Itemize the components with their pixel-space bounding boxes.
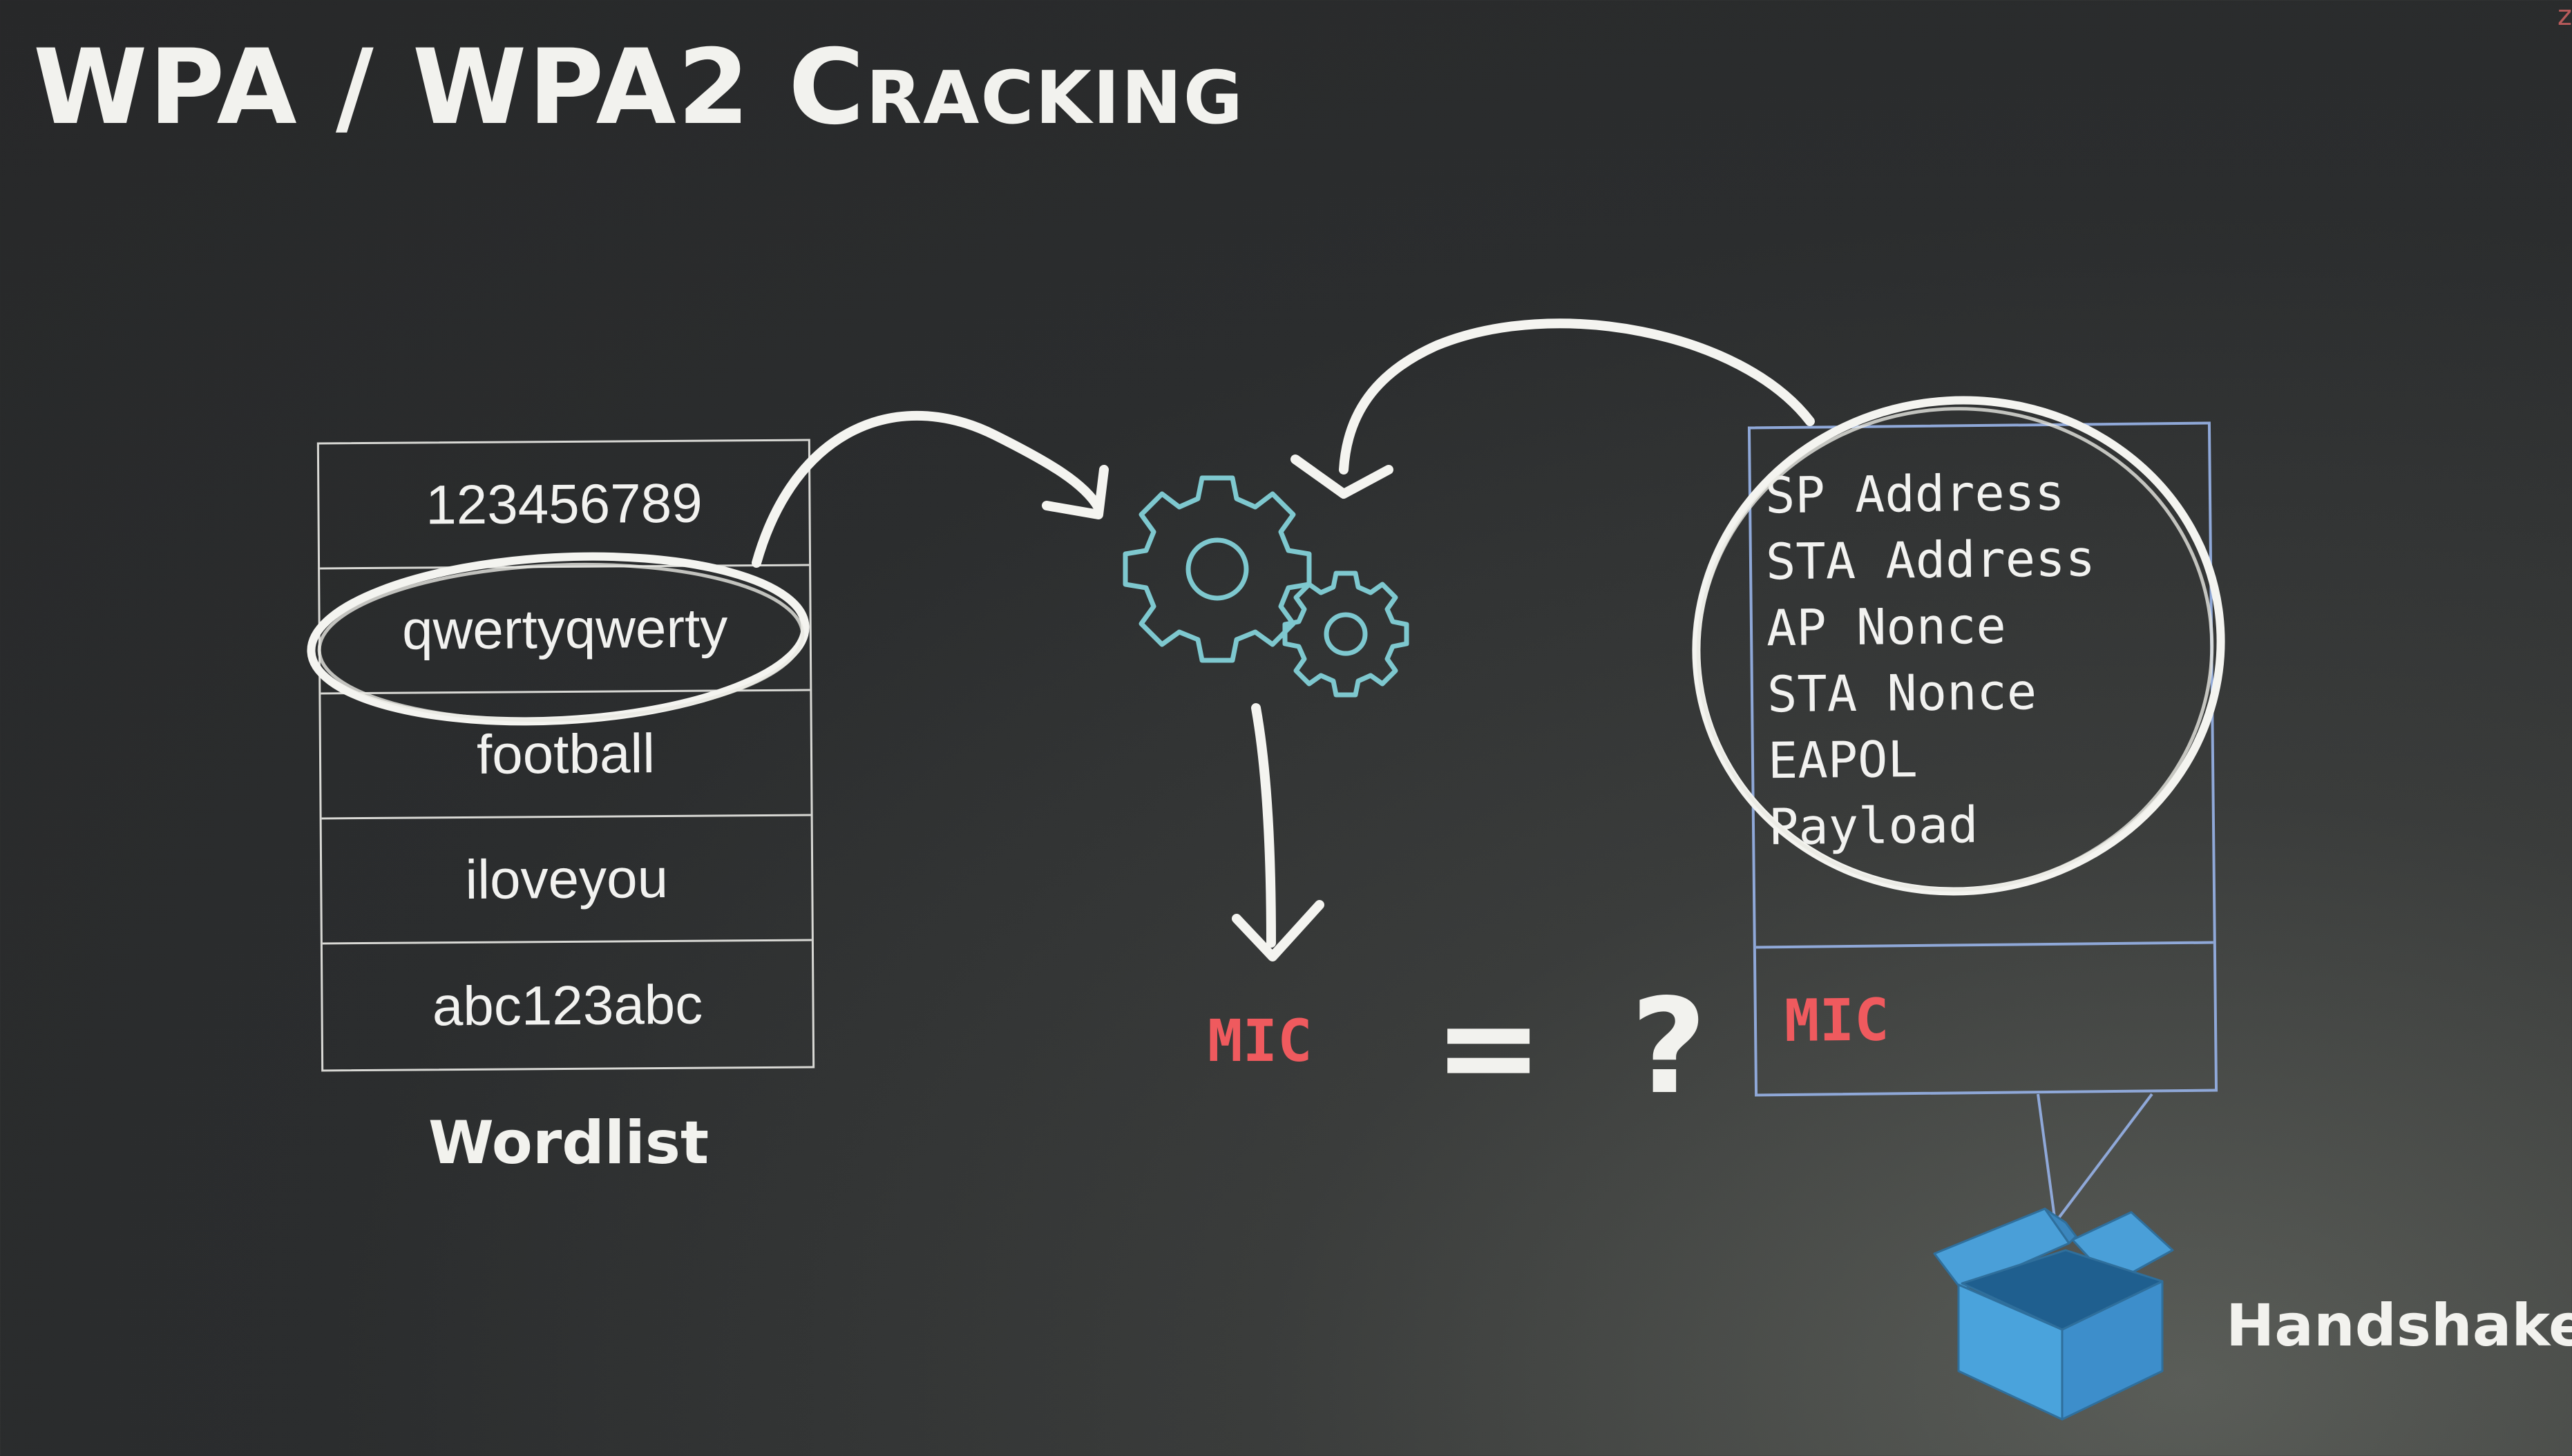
speech-tail xyxy=(2037,1093,2153,1227)
corner-mark: z xyxy=(2557,0,2572,32)
gears-icon xyxy=(1123,475,1409,698)
arrow-gears-to-mic xyxy=(1251,703,1276,948)
chalk-circle-password xyxy=(307,552,810,726)
arrow-handshake-to-gears xyxy=(1339,318,1815,475)
wordlist-caption: Wordlist xyxy=(428,1109,709,1178)
chalk-circle-handshake xyxy=(1692,396,2225,896)
arrow-wordlist-to-gears xyxy=(752,410,1103,568)
comparison-symbol: = ? xyxy=(1433,970,1728,1123)
slide-title: WPA / WPA2 Cracking xyxy=(33,28,1244,148)
computed-mic-label: MIC xyxy=(1208,1007,1313,1075)
open-box-icon xyxy=(1933,1207,2174,1421)
handshake-caption: Handshake xyxy=(2226,1292,2572,1359)
